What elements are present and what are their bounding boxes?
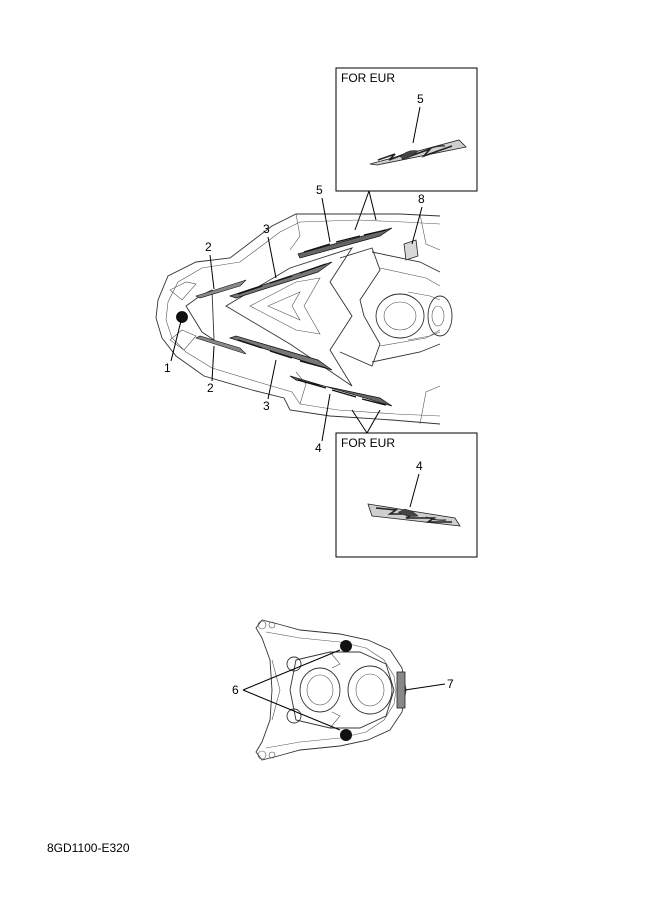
inset-top-leader [412,106,421,144]
inset-bottom-callout: 4 [416,459,423,473]
leader-6a [242,649,341,691]
inset-top-callout: 5 [417,92,424,106]
grommet-6-bottom [340,729,352,741]
leader-4 [321,393,331,442]
callout-8: 8 [418,192,425,206]
inset-bottom-leader [409,473,420,508]
decal-3-bottom [228,335,333,371]
callout-6: 6 [232,683,239,697]
callout-3-bottom: 3 [263,399,270,413]
decal-3-top [228,261,333,299]
inset-top: FOR EUR 5 [335,67,478,192]
leader-2-top [209,254,215,290]
decal-4-image [367,503,461,527]
decal-5-image [369,139,467,166]
leader-8 [411,206,423,245]
grommet-6-top [340,640,352,652]
inset-bottom-label: FOR EUR [341,436,395,450]
inset-bottom-frame [335,432,478,558]
sticker-7 [396,671,406,709]
callout-1: 1 [164,361,171,375]
inset-bottom: FOR EUR 4 [335,432,478,558]
watercraft-top-view [155,213,453,425]
drawing-code: 8GD1100-E320 [47,841,130,855]
leader-2-bottom [211,345,215,382]
sticker-8 [403,239,419,261]
callout-5: 5 [316,183,323,197]
callout-3-top: 3 [263,222,270,236]
inset-top-label: FOR EUR [341,71,395,85]
inset-bottom-pointer-b [366,409,381,434]
leader-1 [170,320,182,362]
callout-7: 7 [447,677,454,691]
inset-top-pointer-a [354,190,370,231]
decal-5-top [297,227,393,259]
leader-3-bottom [267,359,277,400]
callout-4: 4 [315,441,322,455]
callout-2-top: 2 [205,240,212,254]
inset-top-pointer-b [368,190,377,221]
leader-7 [404,683,446,691]
leader-5 [321,197,331,243]
inset-bottom-pointer-a [351,409,368,434]
nose-cap [176,311,188,323]
decal-5-bottom [289,375,393,407]
watercraft-rear-view [255,619,407,761]
leader-6b [242,689,341,731]
leader-3-top [267,236,277,279]
inset-top-frame [335,67,478,192]
decal-2-bottom [195,335,247,355]
decal-2-top [195,279,247,299]
callout-2-bottom: 2 [207,381,214,395]
